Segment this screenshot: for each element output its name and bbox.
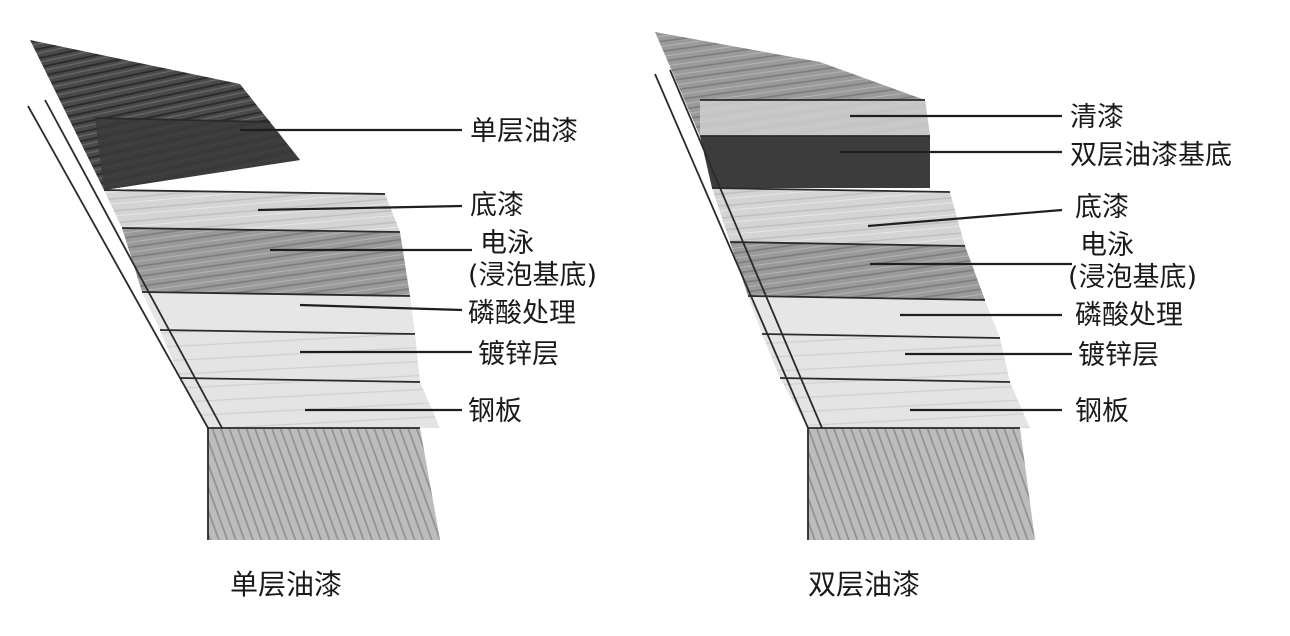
layer-label: 镀锌层 bbox=[1078, 340, 1159, 371]
diagram-single-layer: 单层油漆 底漆 电泳 (浸泡基底) 磷酸处理 镀锌层 钢板 单层油漆 bbox=[27, 40, 597, 601]
phosphate-layer bbox=[142, 292, 415, 334]
diagram-caption: 单层油漆 bbox=[230, 568, 342, 601]
steel-plate-top bbox=[780, 378, 1030, 428]
zinc-layer bbox=[762, 334, 1010, 382]
layer-label: 电泳 bbox=[1080, 230, 1134, 261]
layer-label-line2: (浸泡基底) bbox=[468, 260, 597, 291]
layer-label: 底漆 bbox=[470, 190, 524, 221]
layer-label: 双层油漆基底 bbox=[1070, 140, 1232, 171]
basecoat-layer bbox=[700, 136, 930, 188]
layer-label-line2: (浸泡基底) bbox=[1068, 262, 1197, 293]
diagram-caption: 双层油漆 bbox=[808, 568, 920, 601]
ecoat-layer bbox=[730, 242, 985, 300]
ecoat-layer bbox=[122, 228, 410, 296]
diagram-double-layer: 清漆 双层油漆基底 底漆 电泳 (浸泡基底) 磷酸处理 镀锌层 钢板 双层油漆 bbox=[654, 32, 1232, 601]
leader-line bbox=[257, 204, 463, 212]
primer-layer bbox=[712, 188, 965, 246]
layer-label: 清漆 bbox=[1070, 102, 1124, 133]
layer-label: 磷酸处理 bbox=[1075, 300, 1183, 331]
layer-label: 钢板 bbox=[1075, 396, 1129, 427]
primer-layer bbox=[104, 190, 400, 232]
leader-line bbox=[299, 303, 463, 312]
steel-plate-front bbox=[208, 428, 440, 540]
layer-label: 底漆 bbox=[1075, 192, 1129, 223]
zinc-layer bbox=[160, 330, 420, 382]
layer-label: 单层油漆 bbox=[470, 116, 578, 147]
topcoat-band bbox=[95, 118, 300, 190]
steel-plate-front bbox=[808, 428, 1035, 540]
layer-label: 电泳 bbox=[480, 228, 534, 259]
layer-label: 钢板 bbox=[468, 396, 522, 427]
steel-plate-top bbox=[180, 378, 440, 428]
clearcoat-band bbox=[700, 100, 930, 136]
phosphate-layer bbox=[748, 296, 1000, 338]
leader-line bbox=[867, 208, 1063, 228]
layer-label: 镀锌层 bbox=[478, 339, 559, 370]
layer-label: 磷酸处理 bbox=[468, 298, 576, 329]
